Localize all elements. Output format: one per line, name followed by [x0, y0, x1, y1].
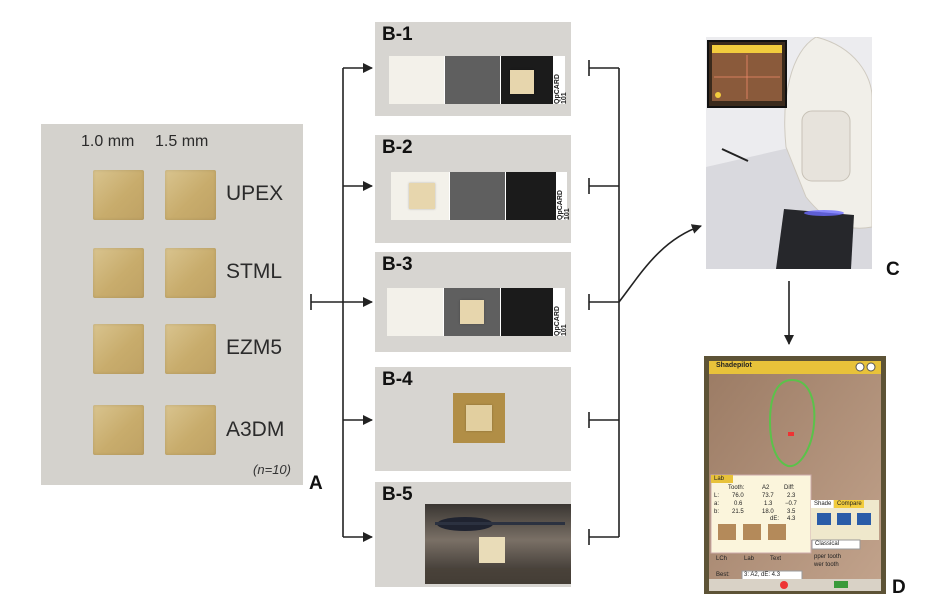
- shade-screen: [704, 356, 886, 594]
- sample-ezm5-1mm: [93, 324, 144, 374]
- material-label-ezm5: EZM5: [226, 336, 283, 359]
- radio-text[interactable]: Text: [770, 556, 782, 562]
- row-b-ref: 18.0: [762, 509, 774, 515]
- card-brand-text: QpCARD 101: [554, 306, 568, 336]
- black-background-cell: [506, 172, 556, 220]
- col-header-1mm: 1.0 mm: [81, 133, 135, 150]
- best-value[interactable]: 3: A2, dE: 4.3: [744, 572, 781, 578]
- best-label: Best:: [716, 572, 730, 578]
- panel-b2-label: B-2: [382, 137, 413, 158]
- app-title: Shadepilot: [716, 362, 752, 369]
- de-label: dE:: [770, 516, 780, 522]
- panel-c-label: C: [886, 259, 900, 280]
- col-diff: Diff:: [784, 485, 795, 491]
- row-l-tooth: 76.0: [732, 493, 744, 499]
- tab-compare[interactable]: Compare: [837, 501, 862, 507]
- row-a-ref: 1.3: [764, 501, 773, 507]
- material-label-upex: UPEX: [226, 182, 284, 205]
- white-background-cell: [389, 56, 444, 104]
- row-a-name: a:: [714, 501, 720, 507]
- panel-b1-label: B-1: [382, 24, 413, 45]
- shade-guide-select[interactable]: Classical: [815, 541, 840, 547]
- col-a2: A2: [762, 485, 770, 491]
- row-a-diff: −0.7: [785, 501, 797, 507]
- specimen-square: [409, 183, 435, 209]
- gold-background: [453, 393, 505, 443]
- row-a-tooth: 0.6: [734, 501, 743, 507]
- material-label-stml: STML: [226, 260, 283, 283]
- card-brand-text: QpCARD 101: [554, 74, 568, 104]
- lab-tab[interactable]: Lab: [714, 476, 725, 482]
- sample-a3dm-1mm: [93, 405, 144, 455]
- sample-upex-1mm: [93, 170, 144, 220]
- specimen-square: [460, 300, 484, 324]
- panel-b4-label: B-4: [382, 369, 413, 390]
- col-header-1-5mm: 1.5 mm: [155, 133, 209, 150]
- panel-c-photo: [706, 37, 872, 269]
- measurement-card: QpCARD 101: [387, 288, 568, 336]
- row-b-tooth: 21.5: [732, 509, 744, 515]
- spectrophotometer-photo: [706, 37, 872, 269]
- measurement-card: QpCARD 101: [391, 172, 571, 220]
- panel-b3: B-3 QpCARD 101: [375, 252, 571, 352]
- sample-stml-1-5mm: [165, 248, 216, 298]
- de-value: 4.3: [787, 516, 796, 522]
- sample-a3dm-1-5mm: [165, 405, 216, 455]
- panel-b5-label: B-5: [382, 484, 413, 505]
- panel-a-samples: 1.0 mm 1.5 mm UPEX STML EZM5 A3DM (n=10): [41, 124, 303, 485]
- panel-b5: B-5: [375, 482, 571, 587]
- row-l-ref: 73.7: [762, 493, 774, 499]
- sample-stml-1mm: [93, 248, 144, 298]
- radio-lch[interactable]: LCh: [716, 556, 728, 562]
- row-b-diff: 3.5: [787, 509, 796, 515]
- specimen-square: [466, 405, 492, 431]
- liquid-immersion-photo: [425, 504, 571, 584]
- panel-a-label: A: [309, 473, 323, 494]
- panel-b4: B-4: [375, 367, 571, 471]
- panel-d-screen: Shadepilot Lab Tooth: A2 Diff: L: 76.0 7…: [704, 356, 886, 594]
- radio-lab[interactable]: Lab: [744, 556, 755, 562]
- card-brand-text: QpCARD 101: [557, 190, 571, 220]
- panel-b3-label: B-3: [382, 254, 413, 275]
- gray-background-cell: [445, 56, 500, 104]
- tab-shade[interactable]: Shade: [814, 501, 832, 507]
- measurement-card: QpCARD 101: [389, 56, 568, 104]
- specimen-square: [510, 70, 534, 94]
- option-upper-tooth[interactable]: pper tooth: [814, 554, 842, 560]
- col-tooth: Tooth:: [728, 485, 745, 491]
- white-background-cell: [387, 288, 443, 336]
- row-b-name: b:: [714, 509, 720, 515]
- sample-count-note: (n=10): [253, 462, 291, 477]
- row-l-name: L:: [714, 493, 720, 499]
- panel-d-label: D: [892, 577, 906, 598]
- panel-b2: B-2 QpCARD 101: [375, 135, 571, 243]
- panel-b1: B-1 QpCARD 101: [375, 22, 571, 116]
- option-lower-tooth[interactable]: wer tooth: [814, 562, 839, 568]
- gray-background-cell: [450, 172, 505, 220]
- material-label-a3dm: A3DM: [226, 418, 285, 441]
- sample-upex-1-5mm: [165, 170, 216, 220]
- black-background-cell: [501, 288, 553, 336]
- sample-ezm5-1-5mm: [165, 324, 216, 374]
- row-l-diff: 2.3: [787, 493, 796, 499]
